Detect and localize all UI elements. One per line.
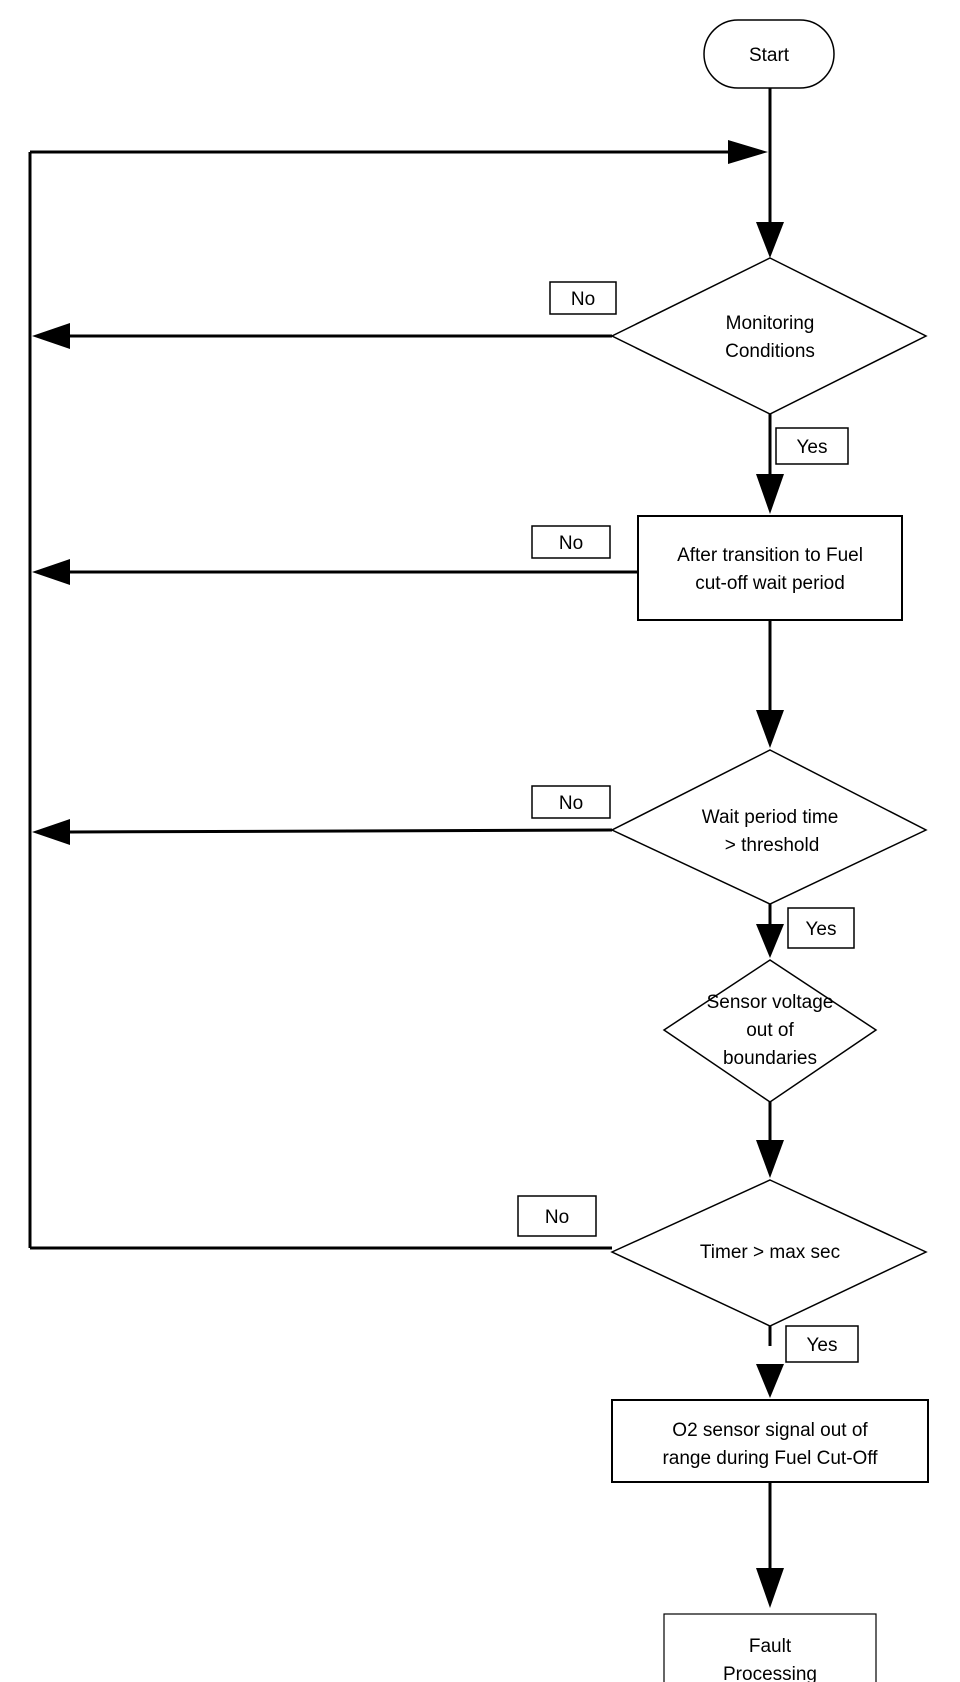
- branch-labels: No Yes No No Yes No Yes: [517, 281, 859, 1363]
- sensor-voltage-node: Sensor voltage out of boundaries: [662, 959, 878, 1103]
- wait-period-diamond: [610, 749, 928, 905]
- o2-signal-box: [611, 1399, 929, 1483]
- start-node: Start: [703, 19, 835, 89]
- no-label-2: No: [559, 533, 583, 554]
- no-line-wait-period: [69, 828, 613, 834]
- yes-label-box-1: [775, 427, 849, 465]
- start-terminator: [703, 19, 835, 89]
- sensor-voltage-line-3: boundaries: [723, 1048, 817, 1069]
- arrowhead-to-monitoring: [756, 222, 784, 258]
- arrowhead-no-monitoring: [32, 323, 70, 349]
- arrowheads: [32, 140, 784, 1608]
- fault-processing-node: Fault Processing: [663, 1613, 877, 1682]
- yes-label-3: Yes: [807, 1335, 838, 1356]
- arrowhead-to-after-transition: [756, 474, 784, 514]
- no-label-3: No: [559, 793, 583, 814]
- arrowhead-loop-return: [728, 140, 768, 164]
- arrowhead-to-fault: [756, 1568, 784, 1608]
- sensor-voltage-line-2: out of: [746, 1020, 794, 1041]
- timer-node: Timer > max sec: [610, 1179, 928, 1327]
- after-transition-line-1: After transition to Fuel: [677, 545, 863, 566]
- fault-processing-line-1: Fault: [749, 1636, 792, 1657]
- fault-processing-line-2: Processing: [723, 1664, 817, 1682]
- no-label-box-2: [531, 525, 611, 559]
- monitoring-conditions-diamond: [610, 257, 928, 415]
- yes-label-box-3: [785, 1325, 859, 1363]
- start-label: Start: [749, 45, 790, 66]
- o2-signal-line-1: O2 sensor signal out of: [672, 1420, 868, 1441]
- monitoring-conditions-line-1: Monitoring: [726, 313, 815, 334]
- monitoring-conditions-node: Monitoring Conditions: [610, 257, 928, 415]
- after-transition-box: [637, 515, 903, 621]
- yes-label-1: Yes: [797, 437, 828, 458]
- wait-period-line-1: Wait period time: [702, 807, 839, 828]
- yes-label-box-2: [787, 907, 855, 949]
- no-label-1: No: [571, 289, 595, 310]
- wait-period-line-2: > threshold: [725, 835, 820, 856]
- no-label-box-4: [517, 1195, 597, 1237]
- arrowhead-to-timer: [756, 1140, 784, 1178]
- after-transition-line-2: cut-off wait period: [695, 573, 845, 594]
- monitoring-conditions-line-2: Conditions: [725, 341, 815, 362]
- no-label-box-3: [531, 785, 611, 819]
- arrowhead-no-wait-period: [32, 819, 70, 845]
- fault-processing-box: [663, 1613, 877, 1682]
- arrowhead-to-sensor-voltage: [756, 924, 784, 958]
- o2-signal-node: O2 sensor signal out of range during Fue…: [611, 1399, 929, 1483]
- sensor-voltage-line-1: Sensor voltage: [707, 992, 834, 1013]
- arrowhead-to-wait-period: [756, 710, 784, 748]
- wait-period-node: Wait period time > threshold: [610, 749, 928, 905]
- no-label-4: No: [545, 1207, 569, 1228]
- no-label-box-1: [549, 281, 617, 315]
- timer-diamond: [610, 1179, 928, 1327]
- timer-label: Timer > max sec: [700, 1242, 840, 1263]
- arrowhead-to-o2-signal: [756, 1364, 784, 1398]
- sensor-voltage-diamond: [662, 959, 878, 1103]
- o2-signal-line-2: range during Fuel Cut-Off: [662, 1448, 878, 1469]
- arrowhead-no-after-transition: [32, 559, 70, 585]
- after-transition-node: After transition to Fuel cut-off wait pe…: [637, 515, 903, 621]
- yes-label-2: Yes: [806, 919, 837, 940]
